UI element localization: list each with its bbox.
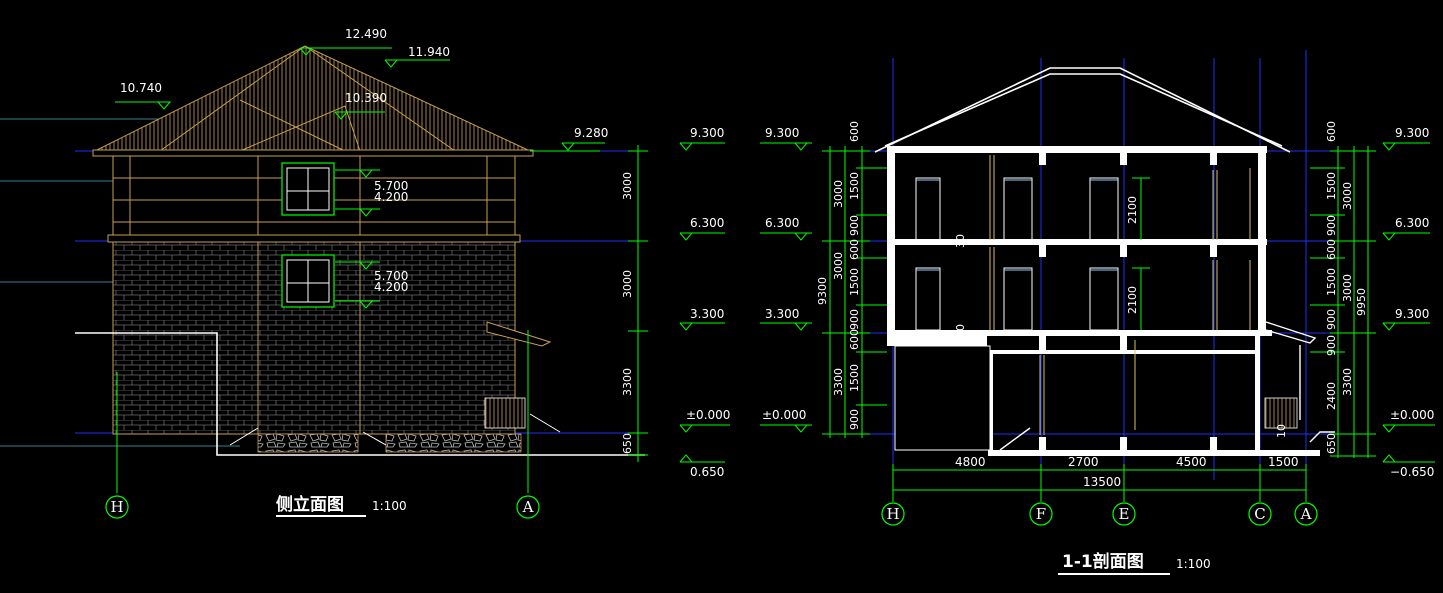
- stone-plinth: [257, 433, 359, 453]
- axis-bubble-h-sec: [881, 502, 905, 526]
- sec-dim-3300-left: 3300: [832, 368, 845, 396]
- axis-bubble-a-sec: [1294, 502, 1318, 526]
- level-9280: 9.280: [574, 126, 608, 140]
- level-6300-elev: 6.300: [690, 216, 724, 230]
- axis-bubble-c-sec: [1248, 502, 1272, 526]
- sec-dim-1500-b: 1500: [848, 268, 861, 296]
- sec-dim-1500-a: 1500: [848, 172, 861, 200]
- level-0000-elev: ±0.000: [686, 408, 730, 422]
- axis-bubble-f-sec: [1029, 502, 1053, 526]
- axis-label-f-sec: F: [1036, 505, 1046, 523]
- dim-3000-a: 3000: [621, 172, 634, 200]
- sec-bottom-dim-2700: 2700: [1068, 455, 1099, 469]
- sec-door-dim-2100-b: 2100: [1126, 286, 1139, 314]
- axis-label-a-sec: A: [1300, 505, 1312, 523]
- sec-dim-9300-left: 9300: [816, 277, 829, 305]
- sec-level-3300-left: 3.300: [765, 307, 799, 321]
- sec-r-dim-3300: 3300: [1341, 368, 1354, 396]
- sec-r-dim-900-b: 900: [1325, 309, 1338, 330]
- mark-4200-lower: 4.200: [374, 280, 408, 294]
- sec-dim-3000-left: 3000: [832, 180, 845, 208]
- level-10740: 10.740: [120, 81, 162, 95]
- level-11940: 11.940: [408, 45, 450, 59]
- sec-r-dim-3000-b: 3000: [1341, 274, 1354, 302]
- side-elevation: 12.490 11.940 10.740 10.390 5.700 4.200 …: [0, 27, 730, 519]
- sec-dim-900-a: 900: [848, 215, 861, 236]
- section-scale: 1:100: [1176, 557, 1211, 571]
- sec-dim-600-b: 600: [848, 239, 861, 260]
- sec-dim-900-b: 900: [848, 309, 861, 330]
- axis-bubble-a-elev: [516, 495, 540, 519]
- elevation-title: 侧立面图: [276, 494, 344, 515]
- sec-level-9300-right: 9.300: [1395, 126, 1429, 140]
- sec-level-6300-left: 6.300: [765, 216, 799, 230]
- axis-bubble-e-sec: [1112, 502, 1136, 526]
- sec-bottom-dim-1500: 1500: [1268, 455, 1299, 469]
- section-title: 1-1剖面图: [1062, 551, 1144, 572]
- window-lower: [281, 254, 335, 308]
- sec-r-dim-900-c: 900: [1325, 335, 1338, 356]
- axis-label-e-sec: E: [1119, 505, 1130, 523]
- sec-r-dim-9950: 9950: [1355, 288, 1368, 316]
- level-9300-elev: 9.300: [690, 126, 724, 140]
- sec-r-dim-650: 650: [1325, 433, 1338, 454]
- axis-label-a-elev: A: [522, 498, 534, 516]
- sec-level-9300-right-b: 9.300: [1395, 307, 1429, 321]
- axis-label-c-sec: C: [1254, 505, 1265, 523]
- sec-r-dim-900-a: 900: [1325, 215, 1338, 236]
- sec-dim-1500-c: 1500: [848, 364, 861, 392]
- dim-3000-b: 3000: [621, 270, 634, 298]
- sec-dim-10-b: 10: [1275, 424, 1288, 438]
- sec-total-dim-13500: 13500: [1083, 475, 1121, 489]
- elevation-scale: 1:100: [372, 499, 407, 513]
- sec-level-6300-right: 6.300: [1395, 216, 1429, 230]
- top-level-markers: [115, 47, 450, 120]
- sec-dim-600-a: 600: [848, 121, 861, 142]
- axis-label-h-sec: H: [886, 505, 899, 523]
- section-1-1: 3000 9300 3300 600 1500 900 600 1500 900…: [760, 50, 1435, 575]
- dim-650: 650: [621, 433, 634, 454]
- sec-r-dim-1500-b: 1500: [1325, 268, 1338, 296]
- dim-3300: 3300: [621, 368, 634, 396]
- sec-r-dim-2400: 2400: [1325, 382, 1338, 410]
- sec-r-dim-600-a: 600: [1325, 121, 1338, 142]
- axis-label-h-elev: H: [110, 498, 123, 516]
- sec-dim-3000-left-b: 3000: [832, 252, 845, 280]
- sec-dim-600-c: 600: [848, 329, 861, 350]
- level-3300-elev: 3.300: [690, 307, 724, 321]
- sec-bottom-dim-4800: 4800: [955, 455, 986, 469]
- window-upper: [281, 162, 335, 216]
- sec-door-dim-2100-a: 2100: [1126, 196, 1139, 224]
- mark-4200-upper: 4.200: [374, 190, 408, 204]
- sec-r-dim-3000-a: 3000: [1341, 182, 1354, 210]
- level-12490: 12.490: [345, 27, 387, 41]
- sec-r-dim-1500-a: 1500: [1325, 172, 1338, 200]
- axis-bubble-h-elev: [105, 495, 129, 519]
- sec-r-dim-600-b: 600: [1325, 239, 1338, 260]
- sec-level-0000-right: ±0.000: [1390, 408, 1434, 422]
- sec-level-9300-left: 9.300: [765, 126, 799, 140]
- level-10390: 10.390: [345, 91, 387, 105]
- level-0650-elev: 0.650: [690, 465, 724, 479]
- sec-bottom-dim-4500: 4500: [1176, 455, 1207, 469]
- mark-5700-lower: 5.700: [374, 269, 408, 283]
- sec-level-0000-left: ±0.000: [762, 408, 806, 422]
- mark-5700-upper: 5.700: [374, 179, 408, 193]
- sec-level-0650-right: −0.650: [1390, 465, 1434, 479]
- sec-dim-900-c: 900: [848, 409, 861, 430]
- sec-dim-30: 30: [954, 234, 967, 248]
- sec-dim-10-a: 10: [954, 324, 967, 338]
